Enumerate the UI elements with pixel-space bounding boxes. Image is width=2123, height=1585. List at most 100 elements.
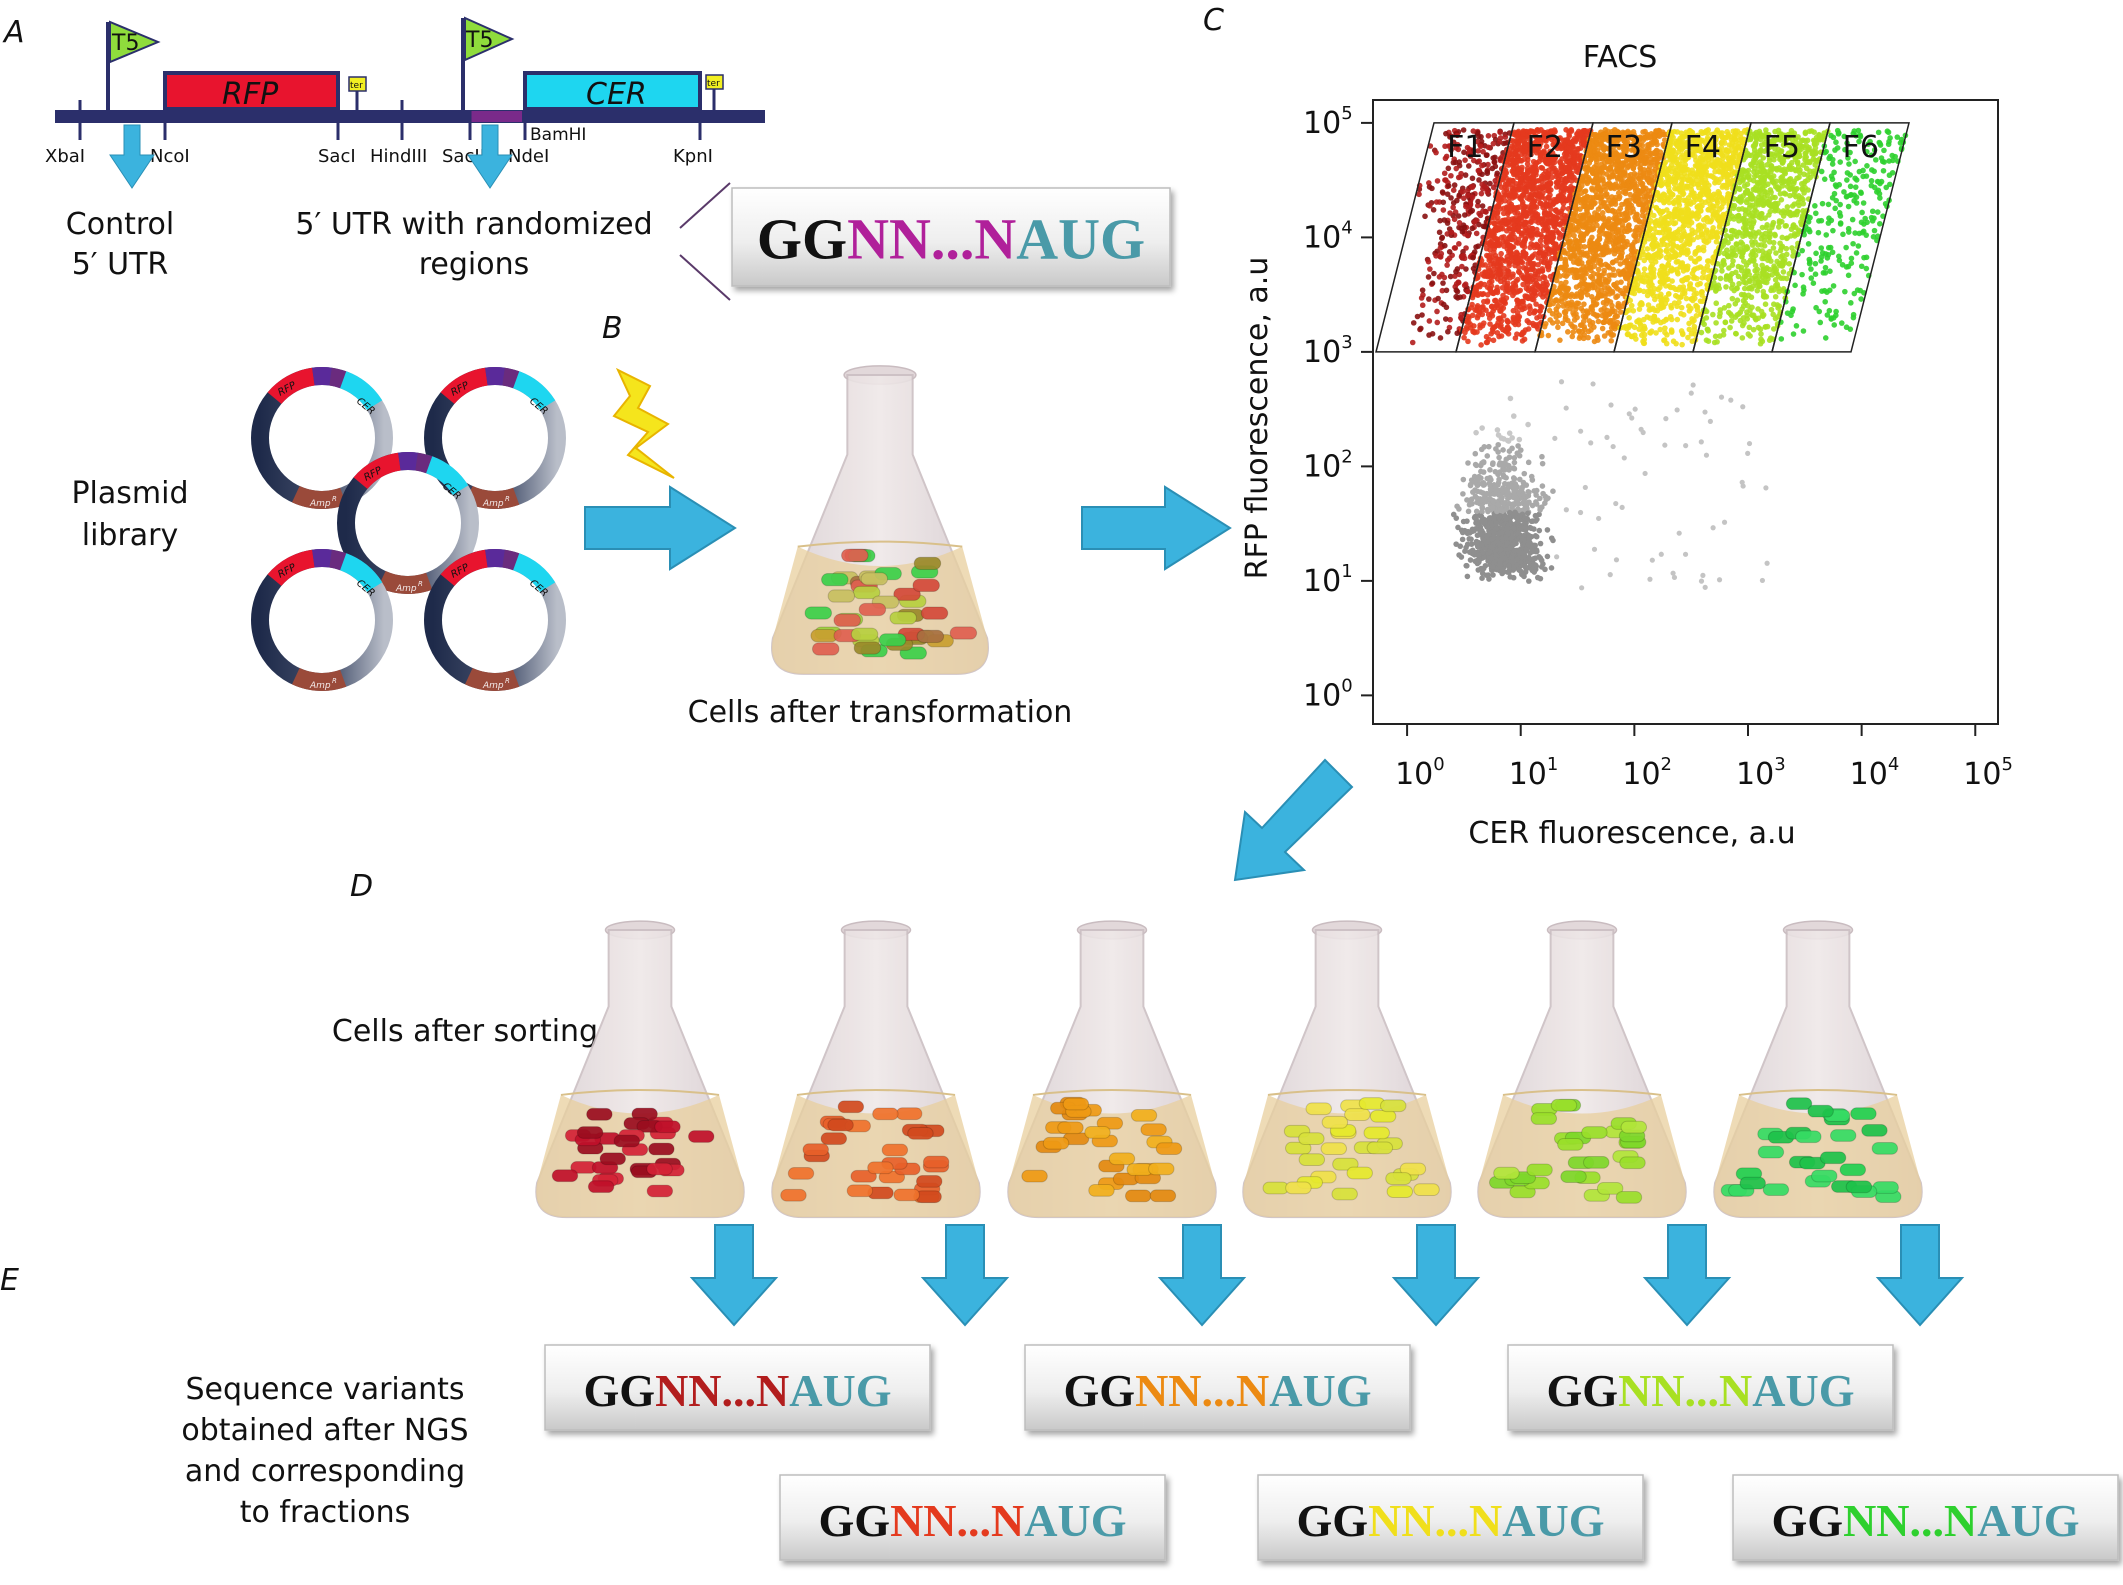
y-tick-1: 101 [1303, 561, 1353, 599]
cell [846, 1184, 874, 1198]
sorted-flasks [535, 920, 1923, 1219]
cell [787, 1167, 815, 1180]
sorted-flask-1 [535, 920, 745, 1219]
fraction-label-f6: F6 [1843, 130, 1879, 165]
cell [1839, 1163, 1867, 1177]
y-tick-4: 104 [1303, 217, 1353, 255]
sorting-caption: Cells after sorting [332, 1014, 598, 1049]
cell [1762, 1183, 1790, 1197]
control-caption-line1: Control [66, 207, 174, 242]
down-arrow-icon-2 [920, 1224, 1010, 1327]
plasmid-amp-sup: R [505, 677, 510, 685]
sequence-box-frame [544, 1344, 931, 1431]
x-tick-1: 101 [1509, 754, 1559, 792]
x-tick-0: 100 [1395, 754, 1445, 792]
cell [833, 613, 861, 627]
cell [780, 1188, 807, 1202]
plasmid-amp-label: Amp [395, 584, 417, 594]
x-tick-2: 102 [1622, 754, 1672, 792]
cell [1305, 1102, 1332, 1116]
cell [1619, 1156, 1646, 1170]
plasmid-amp-sup: R [332, 495, 337, 503]
facs-y-axis-label: RFP fluorescence, a.u [1240, 257, 1275, 580]
down-arrow-icon-1 [689, 1224, 779, 1327]
sequence-box-f4: GGNN...NAUG [1257, 1474, 1644, 1561]
plasmid-backbone [55, 110, 765, 123]
sequence-box-frame [731, 187, 1171, 287]
plasmid-library-line2: library [82, 518, 179, 553]
site-hindiii: HindIII [370, 146, 427, 167]
cell [1149, 1189, 1177, 1203]
cell [1148, 1162, 1175, 1176]
cell [850, 1169, 877, 1183]
cer-gene-label: CER [586, 77, 647, 112]
arrow-to-transformation-icon [584, 485, 737, 571]
sequence-boxes: GGNN...NAUG GGNN...NAUG GGNN...NAUG GGNN...… [544, 187, 2119, 1561]
x-tick-4: 104 [1850, 754, 1900, 792]
cell [1739, 1176, 1766, 1190]
cell [810, 629, 838, 643]
zoom-line-bottom [679, 254, 731, 301]
cell [1819, 1151, 1847, 1165]
cell [1042, 1136, 1070, 1150]
cell [1366, 1141, 1394, 1155]
sequence-box-f2: GGNN...NAUG [779, 1474, 1166, 1561]
transformation-caption: Cells after transformation [688, 695, 1073, 730]
y-tick-0: 100 [1303, 675, 1353, 713]
cell [1369, 1109, 1397, 1123]
fraction-label-f5: F5 [1764, 130, 1800, 165]
cell [687, 1130, 715, 1143]
down-arrow-icon-4 [1391, 1224, 1481, 1327]
cell [1084, 1126, 1111, 1139]
cell [1615, 1190, 1643, 1204]
cell [1845, 1180, 1873, 1194]
sequence-box-f1: GGNN...NAUG [544, 1344, 931, 1431]
y-tick-2: 102 [1303, 446, 1353, 484]
cell [821, 573, 849, 587]
sequence-box-frame [1732, 1474, 2119, 1561]
cell [1807, 1104, 1834, 1118]
random-sequence-box: GGNN...NAUG [731, 187, 1171, 287]
fraction-label-f1: F1 [1447, 130, 1483, 165]
sequence-box-frame [779, 1474, 1166, 1561]
cell [1320, 1142, 1348, 1156]
cell [1795, 1130, 1822, 1144]
cell [827, 1118, 854, 1132]
cell [1385, 1172, 1412, 1185]
site-xbai: XbaI [45, 146, 85, 167]
cell [1530, 1112, 1558, 1125]
rfp-gene-box [163, 71, 340, 111]
cell [860, 572, 889, 586]
promoter2-label: T5 [465, 28, 493, 53]
cell [1057, 1121, 1084, 1135]
cell [1321, 1115, 1349, 1129]
plasmid-library-line1: Plasmid [71, 476, 188, 511]
cell [1155, 1142, 1183, 1156]
sequence-text: GGNN...NAUG [819, 1495, 1127, 1546]
cell [1140, 1123, 1167, 1137]
fraction-label-f4: F4 [1685, 130, 1721, 165]
cell [576, 1126, 604, 1139]
cell [920, 606, 949, 620]
cell [551, 1169, 579, 1183]
cell [1285, 1181, 1312, 1195]
cell [1785, 1097, 1813, 1111]
random-arrow-icon [467, 124, 513, 189]
cell [1262, 1181, 1290, 1195]
cell [1124, 1189, 1152, 1203]
cell [599, 1152, 627, 1166]
ngs-caption-line4: to fractions [240, 1495, 411, 1530]
site-ticks [78, 100, 702, 140]
cell [881, 1143, 909, 1157]
cell [858, 602, 887, 617]
cell [1130, 1109, 1158, 1122]
facs-scatter-points [1409, 126, 1909, 591]
rfp-gene-label: RFP [222, 77, 279, 112]
control-arrow-icon [109, 124, 155, 189]
promoter1-label: T5 [111, 31, 139, 56]
site-ncoi: NcoI [150, 146, 190, 167]
random-caption-line1: 5′ UTR with randomized [295, 207, 652, 242]
